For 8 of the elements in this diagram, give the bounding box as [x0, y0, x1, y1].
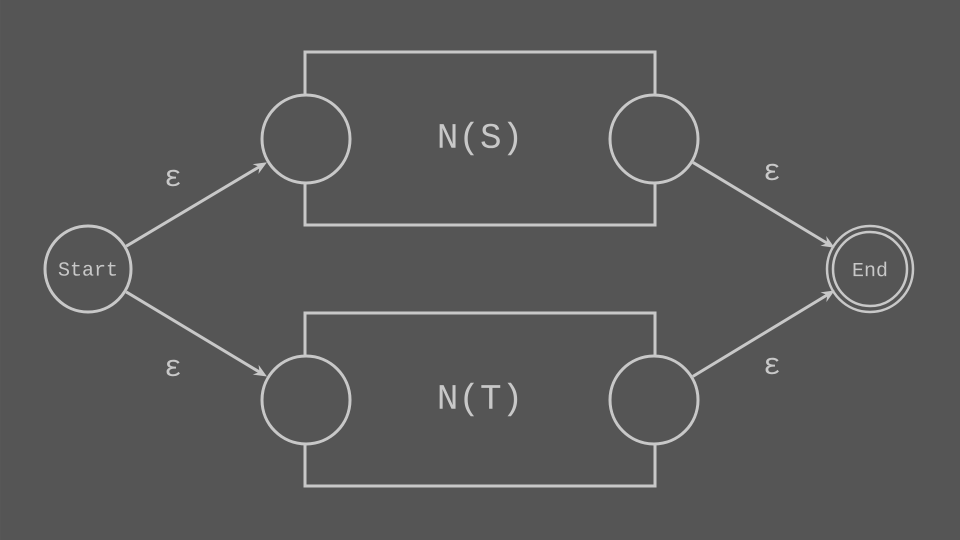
state-circle	[608, 354, 700, 446]
state-circle	[608, 94, 700, 184]
state-circle	[260, 354, 352, 446]
edge-label: ε	[163, 168, 184, 188]
state-circle	[260, 94, 352, 184]
edge-label: ε	[762, 356, 782, 376]
edge-label: ε	[762, 162, 782, 182]
edge-label: ε	[163, 358, 184, 378]
